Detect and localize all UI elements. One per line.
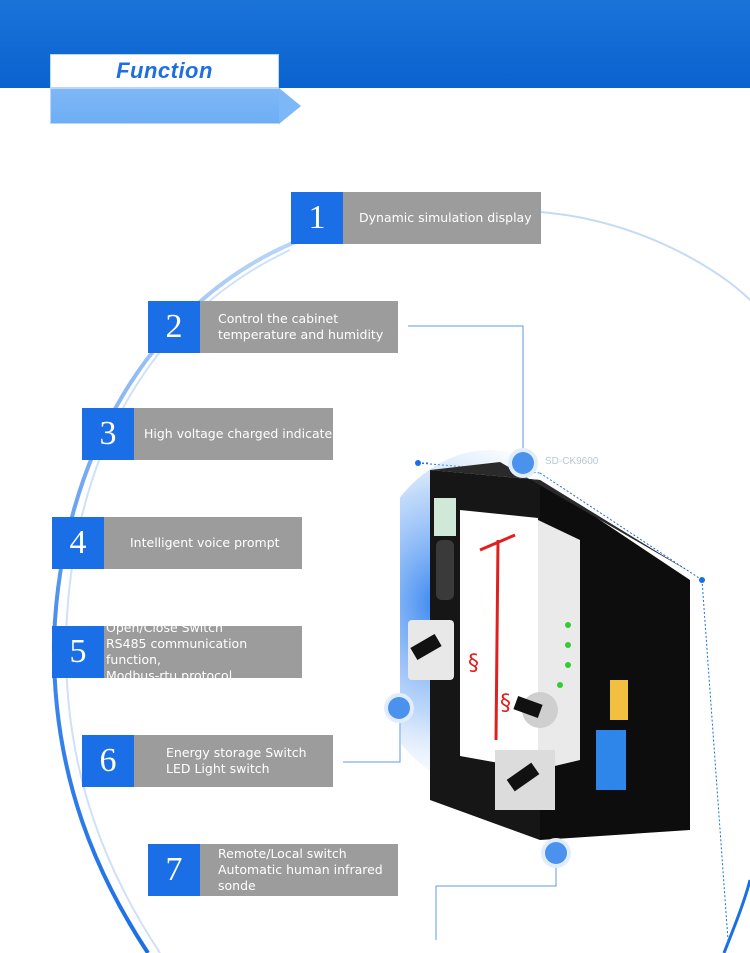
controller-device: § § xyxy=(400,450,690,840)
feature-6: 6 Energy storage Switch LED Light switch xyxy=(82,735,333,787)
feature-label: Dynamic simulation display xyxy=(343,192,541,244)
svg-text:§: § xyxy=(500,691,511,716)
feature-label: Energy storage Switch LED Light switch xyxy=(134,735,333,787)
feature-text: sonde xyxy=(218,878,256,893)
feature-label: High voltage charged indicate xyxy=(134,408,333,460)
feature-number: 7 xyxy=(148,844,200,896)
feature-label: Intelligent voice prompt xyxy=(104,517,302,569)
feature-5: 5 Open/Close Switch RS485 communication … xyxy=(52,620,302,683)
section-title: Function xyxy=(116,58,213,83)
feature-number: 2 xyxy=(148,301,200,353)
feature-text: Modbus-rtu protocol xyxy=(106,668,233,683)
feature-label: Control the cabinet temperature and humi… xyxy=(200,301,398,353)
feature-text: Intelligent voice prompt xyxy=(130,535,280,550)
feature-number: 3 xyxy=(82,408,134,460)
feature-3: 3 High voltage charged indicate xyxy=(82,408,333,460)
feature-number: 4 xyxy=(52,517,104,569)
feature-text: Dynamic simulation display xyxy=(359,210,532,225)
feature-text: Open/Close Switch xyxy=(106,620,223,635)
feature-label: Open/Close Switch RS485 communication fu… xyxy=(104,620,302,683)
title-arrow-tab xyxy=(279,88,301,124)
feature-number: 1 xyxy=(291,192,343,244)
feature-text: Automatic human infrared xyxy=(218,862,383,877)
feature-number: 6 xyxy=(82,735,134,787)
feature-text: RS485 communication function, xyxy=(106,636,248,667)
feature-4: 4 Intelligent voice prompt xyxy=(52,517,302,569)
feature-number: 5 xyxy=(52,626,104,678)
feature-text: Remote/Local switch xyxy=(218,846,347,861)
feature-7: 7 Remote/Local switch Automatic human in… xyxy=(148,844,398,896)
svg-text:§: § xyxy=(468,651,479,676)
feature-label: Remote/Local switch Automatic human infr… xyxy=(200,844,398,896)
feature-text: LED Light switch xyxy=(166,761,270,776)
feature-text: Control the cabinet xyxy=(218,311,339,326)
feature-text: temperature and humidity xyxy=(218,327,384,342)
feature-text: High voltage charged indicate xyxy=(144,426,333,441)
title-underlay xyxy=(50,88,280,124)
feature-1: 1 Dynamic simulation display xyxy=(291,192,541,244)
section-title-box: Function xyxy=(50,54,279,88)
feature-2: 2 Control the cabinet temperature and hu… xyxy=(148,301,398,353)
feature-text: Energy storage Switch xyxy=(166,745,307,760)
device-model-label: SD-CK9600 xyxy=(545,456,599,467)
